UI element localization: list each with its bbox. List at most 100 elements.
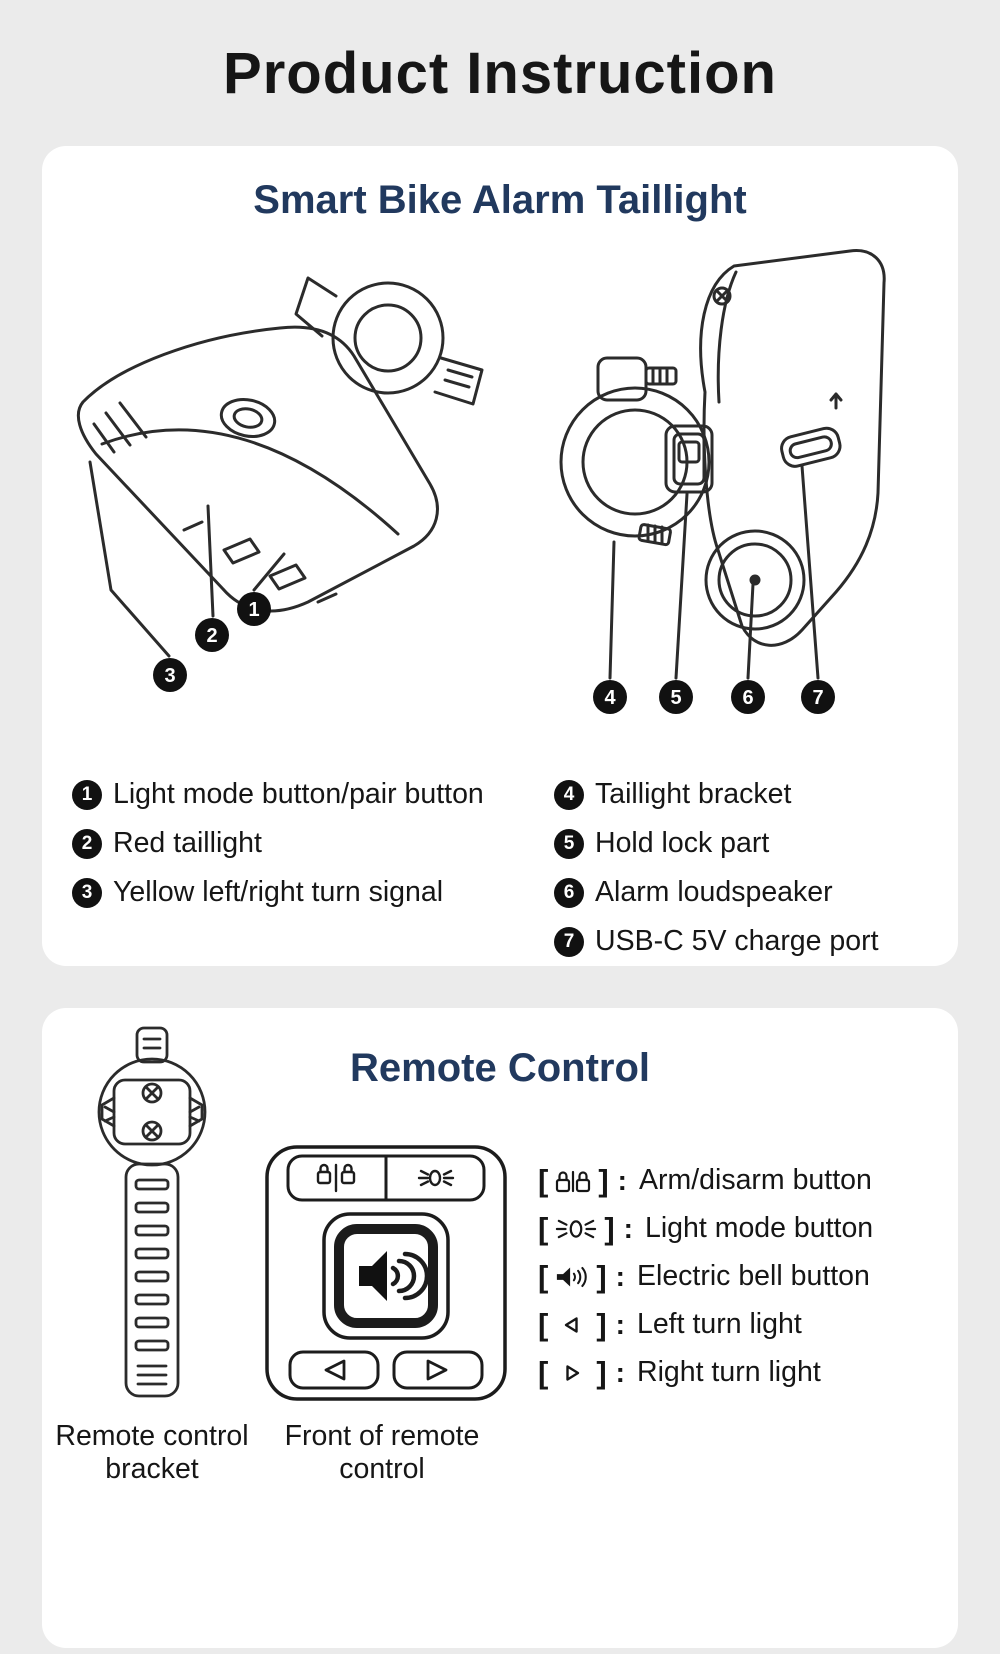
callout-1: 1 bbox=[237, 592, 271, 626]
taillight-legend-left: 1 Light mode button/pair button 2 Red ta… bbox=[72, 778, 484, 909]
bracket-open: [ bbox=[538, 1211, 549, 1246]
left-turn-button bbox=[288, 1350, 380, 1390]
taillight-section-card: Smart Bike Alarm Taillight bbox=[42, 146, 958, 966]
legend-number-badge: 6 bbox=[554, 877, 584, 908]
taillight-section-heading: Smart Bike Alarm Taillight bbox=[253, 178, 747, 222]
svg-text:6: 6 bbox=[742, 687, 753, 709]
remote-legend-light-mode: [ ] : Light mode button bbox=[538, 1212, 873, 1245]
page-title: Product Instruction bbox=[223, 41, 777, 106]
legend-label: Light mode button/pair button bbox=[113, 778, 484, 810]
colon: : bbox=[617, 1164, 627, 1196]
bracket-open: [ bbox=[538, 1307, 549, 1342]
legend-label: Red taillight bbox=[113, 827, 262, 859]
legend-number-badge: 1 bbox=[72, 779, 102, 810]
alarm-loudspeaker bbox=[704, 529, 806, 631]
mode-button-top bbox=[219, 398, 277, 438]
bracket-open: [ bbox=[538, 1163, 549, 1198]
colon: : bbox=[615, 1308, 625, 1340]
handlebar-clamp bbox=[294, 276, 484, 406]
screw-icon bbox=[141, 1120, 163, 1142]
remote-section-heading: Remote Control bbox=[350, 1046, 650, 1090]
turn-signal-hatch bbox=[92, 401, 148, 454]
remote-legend-right-turn: [ ] : Right turn light bbox=[538, 1356, 873, 1389]
leader-lines-right bbox=[608, 464, 820, 680]
bracket-close: ] bbox=[596, 1355, 607, 1390]
left-turn-icon bbox=[324, 1359, 346, 1381]
right-turn-icon bbox=[426, 1359, 448, 1381]
svg-text:7: 7 bbox=[812, 687, 823, 709]
bell-button bbox=[322, 1212, 450, 1340]
legend-number-badge: 4 bbox=[554, 779, 584, 810]
legend-label: Alarm loudspeaker bbox=[595, 876, 833, 908]
speaker-icon bbox=[359, 1251, 387, 1301]
right-turn-button bbox=[392, 1350, 484, 1390]
strap-slots bbox=[134, 1178, 170, 1352]
remote-legend-label: Light mode button bbox=[644, 1212, 874, 1244]
callout-4: 4 bbox=[593, 680, 627, 714]
taillight-body bbox=[77, 325, 439, 613]
remote-front-drawing bbox=[265, 1145, 507, 1401]
svg-text:1: 1 bbox=[248, 599, 259, 621]
remote-legend-label: Electric bell button bbox=[636, 1260, 870, 1292]
legend-number-badge: 3 bbox=[72, 877, 102, 908]
light-mode-icon bbox=[417, 1169, 455, 1187]
legend-label: Taillight bracket bbox=[595, 778, 792, 810]
colon: : bbox=[623, 1212, 633, 1244]
arm-disarm-icon bbox=[555, 1168, 591, 1194]
caption-remote-bracket: Remote control bracket bbox=[55, 1420, 249, 1485]
legend-item-4: 4 Taillight bracket bbox=[554, 778, 879, 811]
bracket-ring-clamp bbox=[559, 356, 711, 547]
remote-section-card: Remote Control bbox=[42, 1008, 958, 1648]
svg-text:3: 3 bbox=[164, 665, 175, 687]
bracket-close: ] bbox=[604, 1211, 615, 1246]
left-turn-icon bbox=[555, 1314, 589, 1336]
remote-legend-left-turn: [ ] : Left turn light bbox=[538, 1308, 873, 1341]
legend-number-badge: 7 bbox=[554, 926, 584, 957]
bracket-close: ] bbox=[598, 1163, 609, 1198]
taillight-legend-right: 4 Taillight bracket 5 Hold lock part 6 A… bbox=[554, 778, 879, 958]
callout-3: 3 bbox=[153, 658, 187, 692]
chevron-arrow bbox=[268, 563, 307, 591]
remote-legend-arm-disarm: [ ] : Arm/disarm button bbox=[538, 1164, 873, 1197]
screw-icon bbox=[141, 1082, 163, 1104]
callout-7: 7 bbox=[801, 680, 835, 714]
legend-item-1: 1 Light mode button/pair button bbox=[72, 778, 484, 811]
bracket-close: ] bbox=[596, 1307, 607, 1342]
remote-legend: [ ] : Arm/disarm button [ bbox=[538, 1164, 873, 1389]
legend-number-badge: 2 bbox=[72, 828, 102, 859]
arm-disarm-icon bbox=[316, 1163, 356, 1193]
remote-legend-bell: [ ] : Electric bell button bbox=[538, 1260, 873, 1293]
legend-label: Hold lock part bbox=[595, 827, 770, 859]
legend-label: Yellow left/right turn signal bbox=[113, 876, 444, 908]
light-mode-icon bbox=[555, 1216, 597, 1242]
bell-icon bbox=[555, 1264, 589, 1290]
legend-number-badge: 5 bbox=[554, 828, 584, 859]
callout-5: 5 bbox=[659, 680, 693, 714]
bracket-open: [ bbox=[538, 1355, 549, 1390]
legend-item-2: 2 Red taillight bbox=[72, 827, 484, 860]
svg-text:2: 2 bbox=[206, 625, 217, 647]
back-plate bbox=[699, 249, 886, 647]
remote-legend-label: Right turn light bbox=[636, 1356, 821, 1388]
bracket-close: ] bbox=[596, 1259, 607, 1294]
callout-6: 6 bbox=[731, 680, 765, 714]
right-turn-icon bbox=[555, 1362, 589, 1384]
screw-icon bbox=[712, 286, 732, 306]
usb-c-port bbox=[780, 426, 842, 468]
bracket-back-drawing: 4 5 6 7 bbox=[559, 249, 886, 714]
legend-item-5: 5 Hold lock part bbox=[554, 827, 879, 860]
colon: : bbox=[615, 1260, 625, 1292]
legend-label: USB-C 5V charge port bbox=[595, 925, 879, 957]
strap bbox=[124, 1162, 180, 1398]
callout-2: 2 bbox=[195, 618, 229, 652]
taillight-drawing: 1 2 3 bbox=[77, 276, 484, 692]
colon: : bbox=[615, 1356, 625, 1388]
legend-item-3: 3 Yellow left/right turn signal bbox=[72, 876, 484, 909]
remote-legend-label: Left turn light bbox=[636, 1308, 802, 1340]
bracket-open: [ bbox=[538, 1259, 549, 1294]
legend-item-6: 6 Alarm loudspeaker bbox=[554, 876, 879, 909]
remote-bracket-drawing bbox=[97, 1026, 207, 1398]
svg-text:4: 4 bbox=[604, 687, 616, 709]
caption-remote-front: Front of remote control bbox=[284, 1420, 480, 1485]
usb-icon bbox=[829, 392, 843, 410]
